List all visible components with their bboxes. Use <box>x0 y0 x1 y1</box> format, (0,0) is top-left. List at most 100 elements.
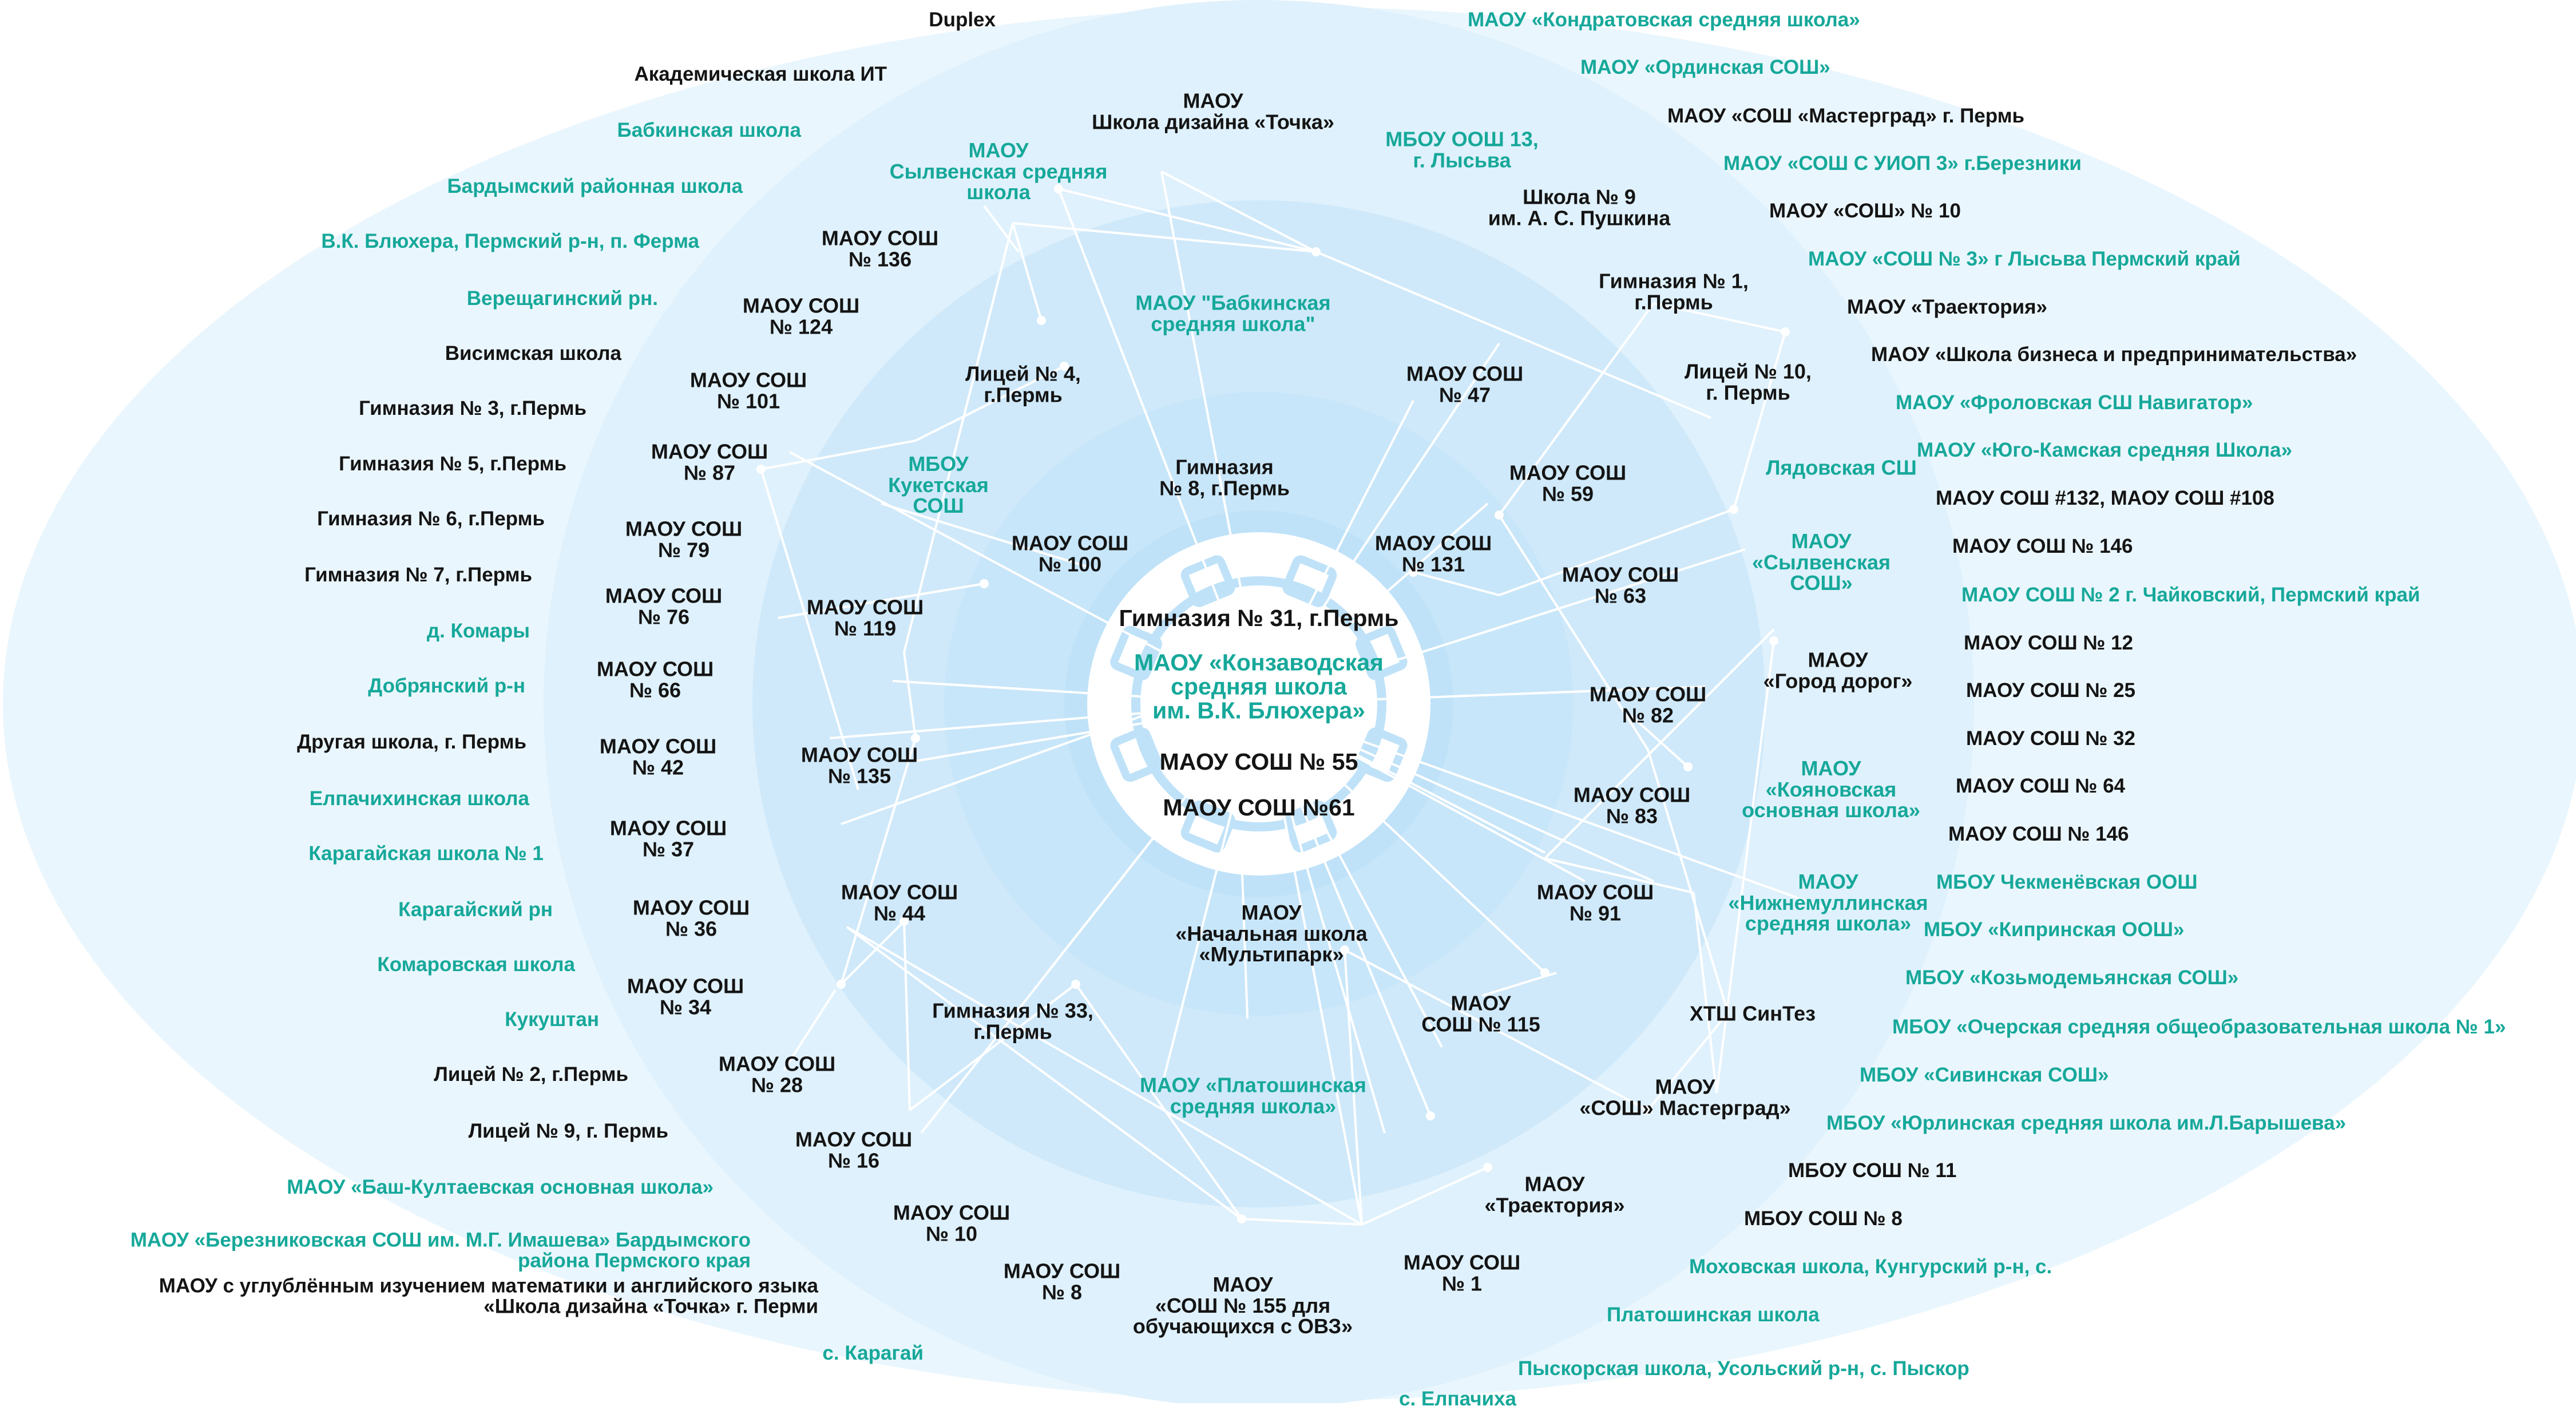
node-dot <box>899 917 909 926</box>
gear-tooth <box>1110 625 1162 680</box>
outer-school-label-right: МАОУ «Фроловская СШ Навигатор» <box>1896 391 2253 414</box>
node-dot <box>1540 968 1549 977</box>
outer-school-label-left: д. Комары <box>426 620 530 643</box>
outer-school-label-right: МАОУ СОШ № 146 <box>1952 535 2133 558</box>
connection-line <box>760 439 916 470</box>
connection-line <box>760 469 859 790</box>
connection-line <box>915 703 1259 762</box>
outer-school-label-left: Академическая школа ИТ <box>634 63 887 86</box>
outer-school-label-left: МАОУ с углублённым изучением математики … <box>158 1274 818 1317</box>
outer-school-label-right: МБОУ СОШ № 8 <box>1744 1207 1903 1230</box>
school-node-label: Лядовская СШ <box>1766 456 1917 480</box>
center-school-label: МАОУ СОШ № 55 <box>1159 748 1358 775</box>
connection-line <box>1258 703 1545 854</box>
gear-tooth <box>1110 727 1162 782</box>
node-dot <box>1237 1214 1246 1223</box>
outer-school-label-left: Верещагинский рн. <box>466 287 658 310</box>
connection-line <box>1258 703 1443 1048</box>
outer-school-label-right: Платошинская школа <box>1607 1304 1820 1326</box>
connection-line <box>1258 703 1832 911</box>
outer-school-label-right: МАОУ СОШ № 2 г. Чайковский, Пермский кра… <box>1961 584 2420 607</box>
connection-line <box>915 365 1065 442</box>
connection-line <box>1258 686 1706 705</box>
node-dot <box>1643 1106 1652 1115</box>
outer-school-label-right: МАОУ СОШ #132, МАОУ СОШ #108 <box>1936 487 2274 510</box>
node-dot <box>1769 636 1778 645</box>
school-node-label: МАОУ«Траектория» <box>1484 1172 1625 1217</box>
connection-line <box>1258 400 1414 704</box>
connection-line <box>1344 949 1648 1111</box>
connection-line <box>829 703 1259 739</box>
outer-school-label-left: Гимназия № 6, г.Пермь <box>317 508 545 530</box>
school-node-label: МАОУ«СОШ» Мастерград» <box>1579 1075 1791 1119</box>
connection-line <box>1160 703 1260 1088</box>
outer-school-label-left: Другая школа, г. Пермь <box>297 731 526 754</box>
connection-line <box>1498 302 1655 516</box>
node-dot <box>1781 327 1790 336</box>
outer-school-label-left: Гимназия № 3, г.Пермь <box>359 397 586 420</box>
gear-tooth <box>1356 727 1408 782</box>
node-dot <box>1340 945 1349 954</box>
outer-school-label-left: МАОУ «Баш-Култаевская основная школа» <box>287 1176 714 1199</box>
connection-line <box>1058 188 1317 253</box>
connection-line <box>1344 949 1363 1225</box>
outer-school-label-left: Кукуштан <box>505 1008 599 1031</box>
outer-school-label-right: МАОУ СОШ № 146 <box>1948 823 2129 846</box>
gear-tooth <box>1282 555 1337 607</box>
connection-line <box>1630 714 1689 768</box>
connection-line <box>1258 703 1586 882</box>
node-dot <box>1311 247 1321 256</box>
outer-school-label-left: Гимназия № 5, г.Пермь <box>339 453 566 476</box>
connection-line <box>1715 640 1775 1094</box>
connection-line <box>846 926 1243 1220</box>
connection-line <box>1544 857 1694 894</box>
connection-line <box>1241 858 1249 1019</box>
outer-school-label-right: МАОУ СОШ № 12 <box>1964 632 2134 655</box>
connection-line <box>1258 502 1489 705</box>
outer-school-label-left: МАОУ «Березниковская СОШ им. М.Г. Имашев… <box>130 1229 751 1272</box>
node-dot <box>837 980 846 989</box>
outer-school-label-left: Карагайский рн <box>398 898 553 921</box>
connection-line <box>1241 1218 1362 1226</box>
outer-school-label-left: Лицей № 2, г.Пермь <box>434 1063 628 1086</box>
school-node-label: Гимназия № 33,г.Пермь <box>932 999 1093 1043</box>
outer-school-label-left: Лицей № 9, г. Пермь <box>468 1120 668 1143</box>
connection-line <box>783 989 837 1071</box>
connection-line <box>1057 188 1260 704</box>
center-school-label: Гимназия № 31, г.Пермь <box>1119 605 1399 632</box>
node-dot <box>1409 568 1418 577</box>
connection-line <box>1315 251 1711 419</box>
school-node-label: МАОУ«Начальная школа«Мультипарк» <box>1175 900 1368 967</box>
connection-line <box>1046 703 1260 974</box>
connection-line <box>1258 703 1546 974</box>
node-dot <box>911 734 920 743</box>
school-node-label: МАОУ«Город дорог» <box>1763 648 1913 692</box>
outer-school-label-right: с. Елпачиха <box>1399 1388 1516 1410</box>
connection-line <box>909 983 1077 1111</box>
